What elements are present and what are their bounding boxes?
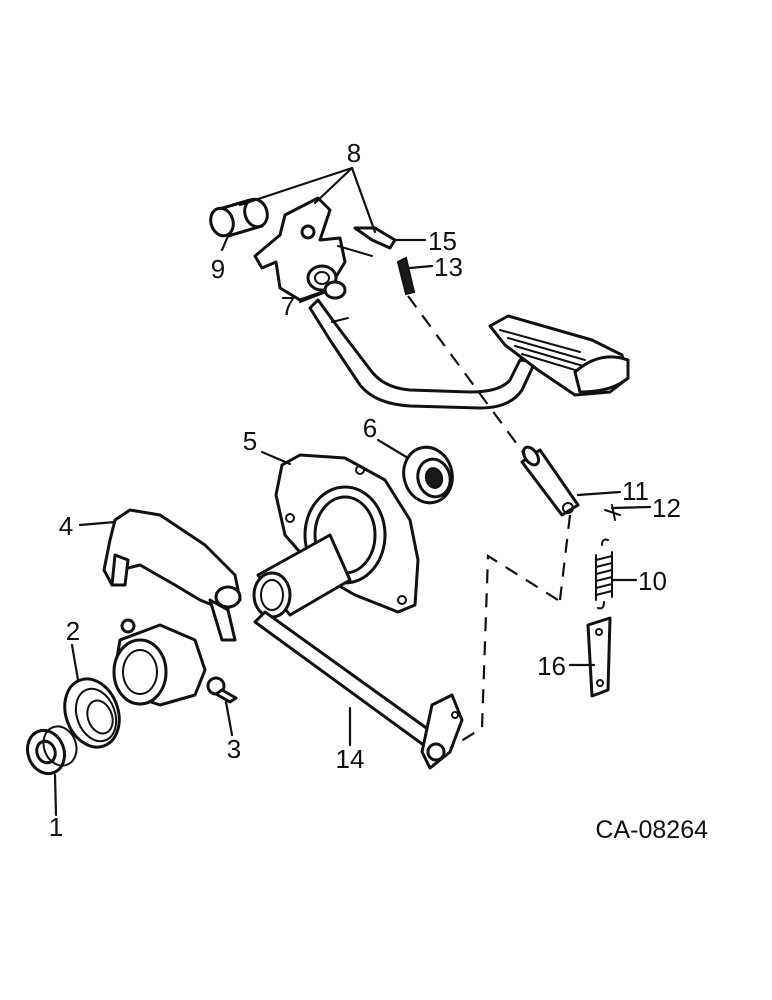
part-cross-shaft-14 — [253, 610, 464, 770]
part-rod-11 — [520, 445, 580, 517]
callout-6: 6 — [363, 413, 377, 443]
part-bracket-16 — [586, 616, 612, 698]
part-pedal-hub-8 — [253, 196, 347, 302]
callout-2: 2 — [66, 616, 80, 646]
callout-16: 16 — [537, 651, 566, 681]
callout-10: 10 — [638, 566, 667, 596]
part-fork-4 — [102, 508, 242, 642]
callout-4: 4 — [59, 511, 73, 541]
callout-8: 8 — [347, 138, 361, 168]
part-housing-5 — [252, 453, 420, 619]
callout-13: 13 — [434, 252, 463, 282]
callout-12: 12 — [652, 493, 681, 523]
part-clip-15 — [337, 226, 397, 257]
part-pedal-pad — [488, 314, 630, 397]
callout-5: 5 — [243, 426, 257, 456]
callout-1: 1 — [49, 812, 63, 842]
part-carrier-3 — [112, 618, 238, 707]
callout-9: 9 — [211, 254, 225, 284]
leader-lines — [53, 166, 652, 817]
part-bearing-2 — [63, 677, 121, 749]
part-spring-10 — [595, 538, 613, 610]
drawing-code: CA-08264 — [595, 816, 708, 844]
callout-14: 14 — [336, 744, 365, 774]
part-stud-13 — [396, 256, 416, 296]
callout-7: 7 — [281, 291, 295, 321]
part-bushing-9 — [209, 197, 269, 238]
callout-3: 3 — [227, 734, 241, 764]
callout-11: 11 — [622, 476, 649, 506]
linkage-dash-upper — [407, 295, 526, 456]
linkage-dash-lower — [449, 554, 559, 749]
part-seal-6 — [402, 445, 454, 505]
linkage-dash-rod — [558, 514, 572, 601]
part-pilot-bearing-1 — [25, 725, 78, 776]
callout-15: 15 — [428, 226, 457, 256]
